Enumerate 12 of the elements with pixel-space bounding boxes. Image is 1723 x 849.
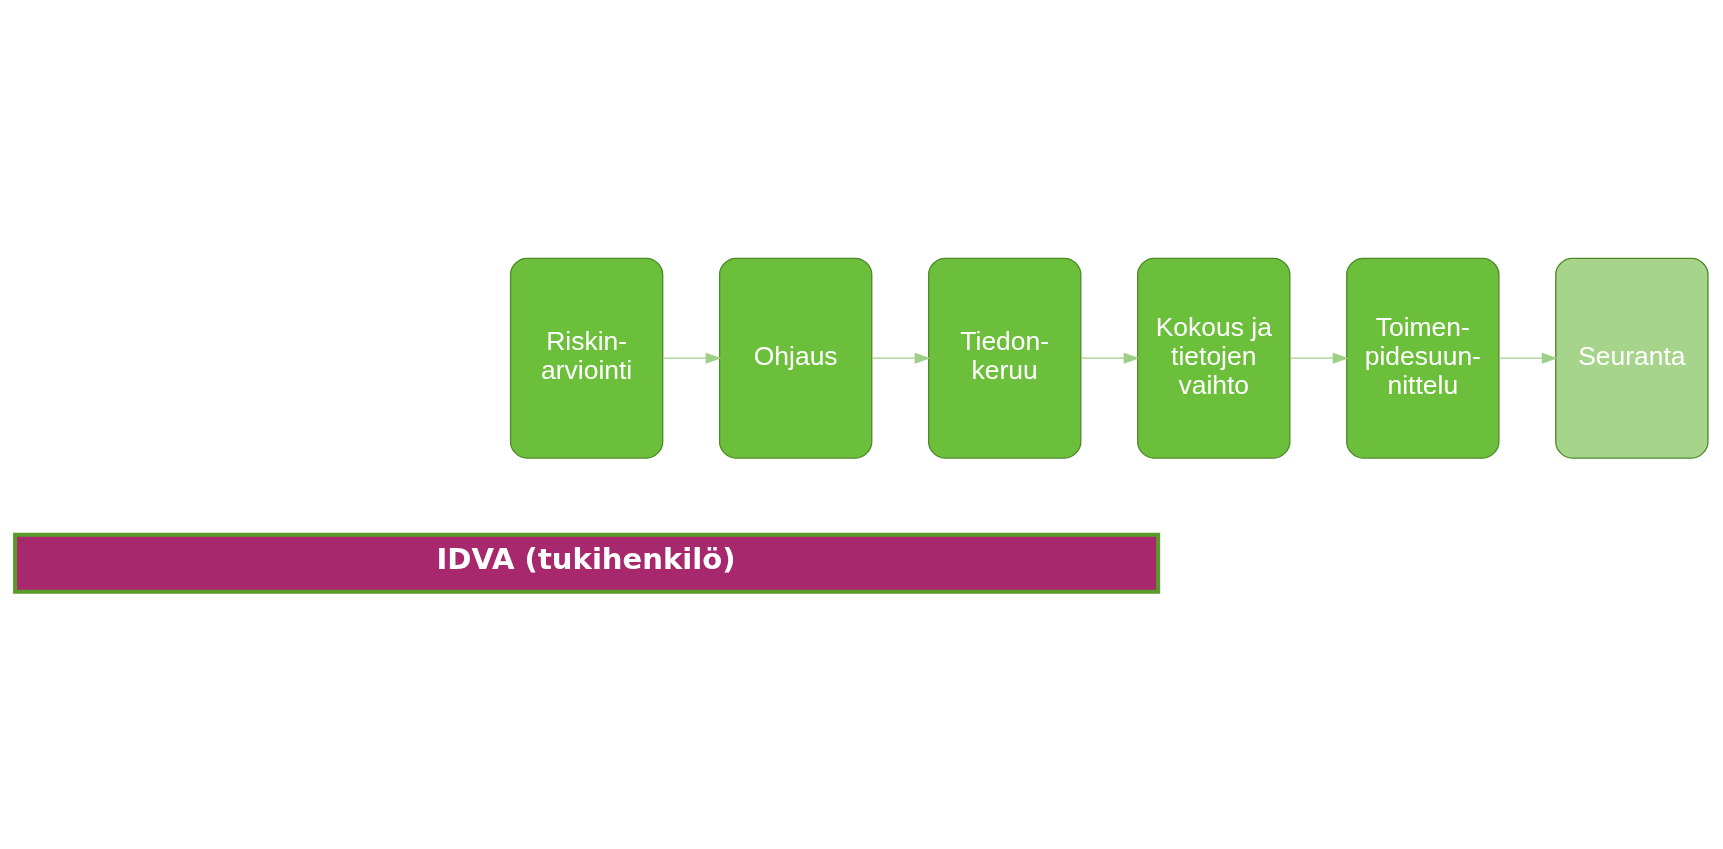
node-box: Kokous ja tietojen vaihto (1137, 257, 1291, 459)
node-box: Seuranta (1555, 257, 1709, 459)
arrow (1080, 352, 1140, 364)
node-box: Toimen- pidesuun- nittelu (1346, 257, 1500, 459)
node-box: IDVA (tukihenkilö) (13, 532, 1161, 594)
node-box: Riskin- arviointi (509, 257, 664, 459)
arrow (662, 352, 722, 364)
arrow (1498, 352, 1558, 364)
arrow (871, 352, 931, 364)
arrow (1289, 352, 1349, 364)
node-box: Tiedon- keruu (928, 257, 1082, 459)
node-box: Ohjaus (718, 257, 873, 459)
